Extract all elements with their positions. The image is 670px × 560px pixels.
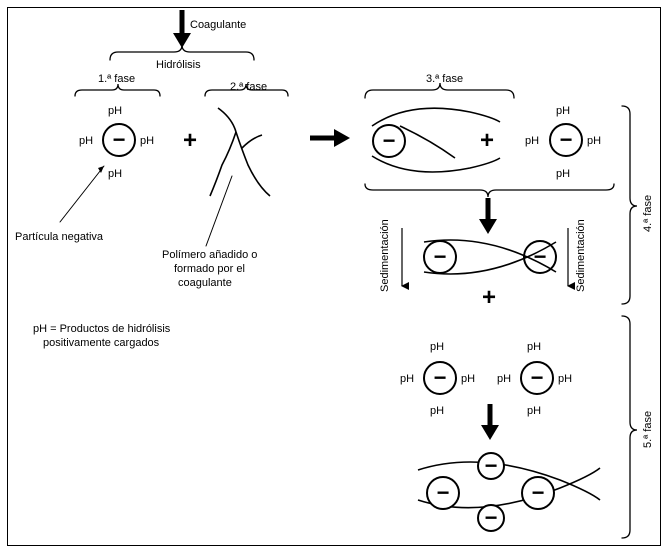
phase3-label: 3.ª fase [426,73,463,85]
sedimentation-right: Sedimentación [575,219,587,292]
plus-sign: + [183,127,197,154]
transition-arrow [310,129,350,147]
floc-pair: − − [423,239,557,275]
ph-bottom: pH [108,168,122,180]
phase3-plus: + [480,127,494,154]
sedimentation-left: Sedimentación [379,219,391,292]
ph3-right: pH [587,135,601,147]
floc-minus-right: − [534,244,547,269]
coagulant-label: Coagulante [190,19,246,31]
free-minus: − [560,127,573,152]
legend-line-2: positivamente cargados [43,337,160,349]
p5r-ph-left: pH [497,373,511,385]
phase3-brace [364,82,515,99]
particle-minus: − [113,127,126,152]
ph3-left: pH [525,135,539,147]
phase4-brace [621,105,638,305]
diagram-frame [7,7,661,546]
phase2-brace [204,83,289,97]
phase5-particle-right: − [520,361,554,395]
negative-particle-pointer [59,165,105,223]
polymer-strands [209,107,271,197]
p5-right-minus: − [531,365,544,390]
phase1-brace [74,83,161,97]
phase3-lower-brace [364,183,615,198]
final-minus-top: − [485,453,498,478]
p5r-ph-bottom: pH [527,405,541,417]
polymer-label-1: Polímero añadido o [162,249,257,261]
final-minus-right: − [532,480,545,505]
polymer-pointer [205,175,233,247]
floc-minus-left: − [434,244,447,269]
phase1-particle: − [102,123,136,157]
ph-top: pH [108,105,122,117]
p5l-ph-top: pH [430,341,444,353]
p5l-ph-right: pH [461,373,475,385]
down-arrow-1 [479,198,497,234]
hydrolysis-label: Hidrólisis [156,59,201,71]
final-minus-bottom: − [485,505,498,530]
phase3-free-particle: − [549,123,583,157]
polymer-label-3: coagulante [178,277,232,289]
p5l-ph-left: pH [400,373,414,385]
negative-particle-label: Partícula negativa [15,231,104,243]
final-floc: − − − − [417,452,601,532]
ph3-top: pH [556,105,570,117]
hydrolysis-brace [109,44,255,61]
phase2-label: 2.ª fase [230,81,267,93]
coagulant-arrow [173,10,191,48]
down-arrow-2 [481,404,499,440]
phase1-label: 1.ª fase [98,73,135,85]
p5l-ph-bottom: pH [430,405,444,417]
ph3-bottom: pH [556,168,570,180]
ph-left: pH [79,135,93,147]
ph-right: pH [140,135,154,147]
phase5-label: 5.ª fase [642,411,654,448]
phase3-minus: − [383,128,396,153]
legend-line-1: pH = Productos de hidrólisis [33,323,171,335]
phase5-particle-left: − [423,361,457,395]
phase3-bridge: − + [371,107,501,173]
p5-left-minus: − [434,365,447,390]
p5r-ph-right: pH [558,373,572,385]
final-minus-left: − [437,480,450,505]
phase5-brace [621,315,638,539]
floc-plus: + [482,284,496,311]
phase4-label: 4.ª fase [642,195,654,232]
polymer-label-2: formado por el [174,263,245,275]
p5r-ph-top: pH [527,341,541,353]
